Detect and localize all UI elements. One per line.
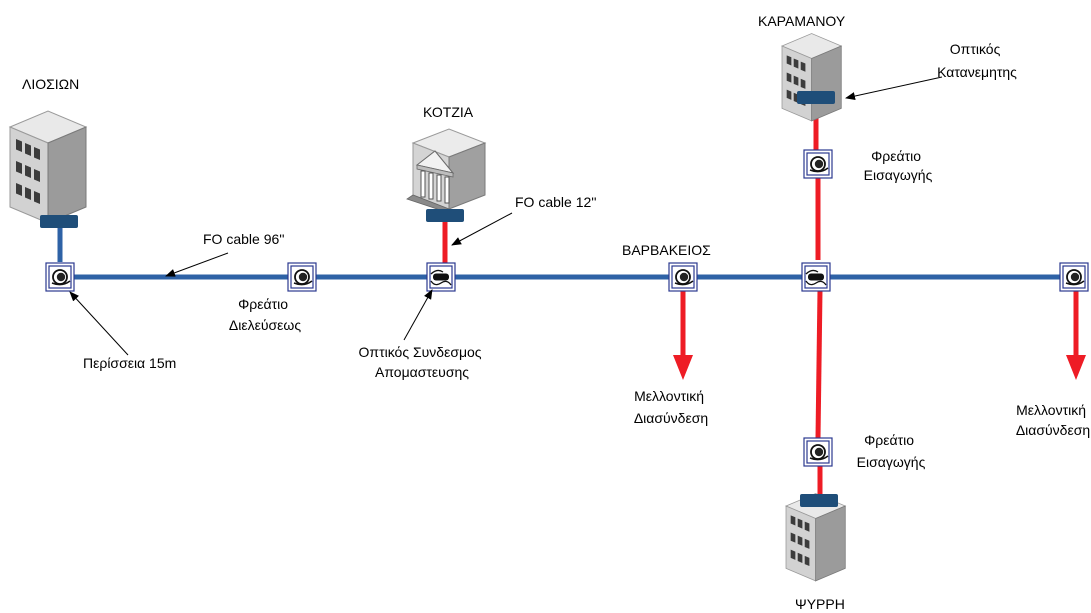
splice-closure-kotzia: [426, 262, 456, 292]
building-kotzia-icon: [406, 128, 486, 214]
label-mellontiki-right: Μελλοντική Διασύνδεση: [1016, 402, 1090, 438]
label-varvakeios: ΒΑΡΒΑΚΕΙΟΣ: [622, 242, 711, 258]
manhole-liosion: [45, 262, 75, 292]
label-optikos-katanemitis: Οπτικός Κατανεμητης: [937, 41, 1017, 80]
splice-closure-junction: [801, 262, 831, 292]
label-liosion: ΛΙΟΣΙΩΝ: [22, 76, 79, 92]
label-freatio-eisagogis-top: Φρεάτιο Εισαγωγής: [864, 148, 933, 183]
manhole-entry-top: [803, 149, 833, 179]
pointer-lines: [69, 76, 943, 356]
label-mellontiki-left: Μελλοντική Διασύνδεση: [634, 388, 708, 426]
trunk-cable: [57, 227, 1076, 280]
liosion-connector: [40, 215, 78, 228]
label-karamanou: ΚΑΡΑΜΑΝΟΥ: [758, 13, 846, 29]
manhole-entry-bottom: [803, 437, 833, 467]
label-fo-12: FO cable 12'': [515, 194, 597, 210]
manhole-right-edge: [1059, 262, 1089, 292]
kotzia-connector: [426, 209, 464, 222]
label-freatio-dieleuseos: Φρεάτιο Διελεύσεως: [229, 296, 301, 333]
label-perisseia: Περίσσεια 15m: [83, 355, 176, 371]
manhole-varvakeios: [668, 262, 698, 292]
branch-cables: [442, 98, 1079, 498]
future-arrow-right: [1066, 355, 1086, 380]
future-arrow-varvakeios: [673, 355, 693, 380]
label-fo-96: FO cable 96'': [203, 231, 285, 247]
karamanou-connector: [797, 91, 835, 104]
building-liosion-icon: [9, 110, 87, 224]
psyrri-connector: [800, 494, 838, 507]
label-kotzia: ΚΟΤΖΙΑ: [423, 104, 474, 120]
manhole-crossing: [287, 262, 317, 292]
label-freatio-eisagogis-bottom: Φρεάτιο Εισαγωγής: [857, 432, 926, 470]
label-optikos-syndesmos: Οπτικός Συνδεσμος Απομαστευσης: [359, 344, 486, 380]
label-psyrri: ΨΥΡΡΗ: [795, 596, 845, 612]
building-karamanou-icon: [781, 33, 842, 122]
